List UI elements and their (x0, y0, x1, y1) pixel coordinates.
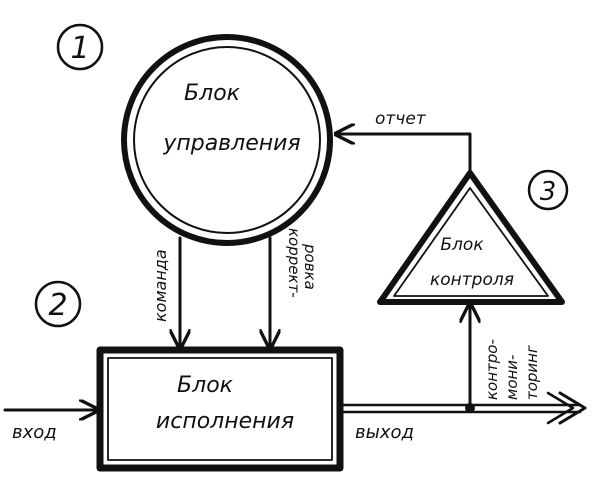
control-block: Блок управления (121, 34, 333, 246)
junction-dot (465, 403, 475, 413)
node-3-badge: 3 (527, 169, 569, 211)
command-arrow: команда (151, 236, 180, 348)
node-2-number: 2 (48, 288, 67, 323)
report-label: отчет (375, 109, 427, 129)
node-2-badge: 2 (34, 280, 82, 328)
output-arrow: выход (340, 391, 587, 443)
monitor-block: Блок контроля (377, 170, 565, 305)
node-1-badge: 1 (56, 23, 104, 71)
monitoring-label-3: торинг (523, 345, 541, 400)
control-block-label-2: управления (162, 131, 300, 156)
input-label: вход (12, 422, 57, 443)
command-label: команда (151, 249, 170, 322)
execution-block: Блок исполнения (96, 346, 344, 472)
execution-block-label-2: исполнения (156, 409, 294, 434)
monitoring-label-2: мони- (503, 355, 521, 400)
monitoring-label-1: контро- (483, 339, 501, 400)
execution-block-label-1: Блок (177, 373, 234, 398)
correction-arrow: коррект- ровка (270, 228, 319, 348)
monitor-block-label-1: Блок (440, 235, 484, 255)
correction-label-1: коррект- (285, 228, 303, 298)
report-arrow: отчет (336, 109, 472, 176)
correction-label-2: ровка (301, 243, 319, 290)
monitoring-arrow: контро- мони- торинг (465, 304, 541, 413)
control-block-label-1: Блок (184, 81, 241, 106)
node-3-number: 3 (540, 177, 557, 207)
node-1-number: 1 (70, 31, 89, 66)
input-arrow: вход (3, 410, 98, 443)
monitor-block-label-2: контроля (430, 270, 514, 290)
output-label: выход (355, 422, 414, 443)
